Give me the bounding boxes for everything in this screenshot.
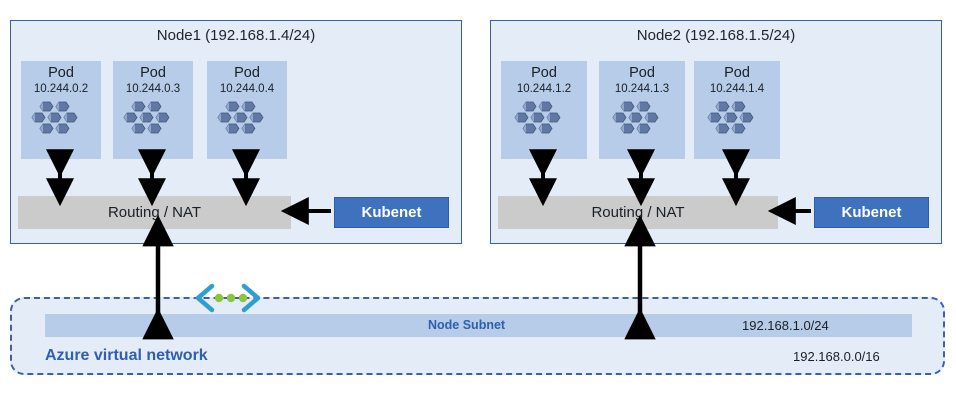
azure-virtual-network-label: Azure virtual network xyxy=(45,347,208,364)
node-box-node1[interactable]: Node1 (192.168.1.4/24) Pod 10.244.0.2 xyxy=(10,20,462,244)
node-subnet-bar[interactable] xyxy=(45,314,912,337)
node-subnet-label: Node Subnet xyxy=(428,318,506,332)
pod-cluster-icon xyxy=(512,101,576,152)
kubenet-box-node2[interactable]: Kubenet xyxy=(814,197,929,228)
pod-ip: 10.244.0.2 xyxy=(33,83,89,96)
kubenet-box-node1[interactable]: Kubenet xyxy=(334,197,449,228)
routing-nat-label: Routing / NAT xyxy=(107,204,202,221)
pod-box-node2-1[interactable]: Pod 10.244.1.3 xyxy=(599,61,685,159)
pod-ip: 10.244.0.4 xyxy=(219,83,275,96)
pod-box-node1-1[interactable]: Pod 10.244.0.3 xyxy=(113,61,193,159)
node-title-node1: Node1 (192.168.1.4/24) xyxy=(156,27,316,44)
pod-ip: 10.244.0.3 xyxy=(125,83,181,96)
pod-label: Pod xyxy=(140,65,166,81)
node-box-node2[interactable]: Node2 (192.168.1.5/24) Pod 10.244.1.2 xyxy=(490,20,942,244)
node-title-node2: Node2 (192.168.1.5/24) xyxy=(636,27,796,44)
pod-ip: 10.244.1.2 xyxy=(516,83,572,96)
pod-ip: 10.244.1.3 xyxy=(614,83,670,96)
pod-label: Pod xyxy=(48,65,74,81)
azure-virtual-network-cidr: 192.168.0.0/16 xyxy=(793,349,880,364)
kubenet-label: Kubenet xyxy=(841,204,902,221)
pod-box-node2-2[interactable]: Pod 10.244.1.4 xyxy=(694,61,780,159)
pod-cluster-icon xyxy=(610,101,674,152)
pod-box-node2-0[interactable]: Pod 10.244.1.2 xyxy=(501,61,587,159)
pod-cluster-icon xyxy=(29,101,93,152)
pod-box-node1-2[interactable]: Pod 10.244.0.4 xyxy=(207,61,287,159)
pod-label: Pod xyxy=(531,65,557,81)
pod-label: Pod xyxy=(629,65,655,81)
kubenet-label: Kubenet xyxy=(361,204,422,221)
pod-cluster-icon xyxy=(121,101,185,152)
routing-nat-bar-node2[interactable]: Routing / NAT xyxy=(498,196,778,229)
pod-ip: 10.244.1.4 xyxy=(709,83,765,96)
routing-nat-label: Routing / NAT xyxy=(591,204,685,221)
pod-cluster-icon xyxy=(705,101,769,152)
pod-cluster-icon xyxy=(215,101,279,152)
chevron-dots-connector-icon xyxy=(192,283,264,318)
pod-box-node1-0[interactable]: Pod 10.244.0.2 xyxy=(21,61,101,159)
pod-label: Pod xyxy=(234,65,260,81)
node-subnet-cidr: 192.168.1.0/24 xyxy=(742,318,829,333)
pod-label: Pod xyxy=(724,65,750,81)
routing-nat-bar-node1[interactable]: Routing / NAT xyxy=(18,196,291,229)
